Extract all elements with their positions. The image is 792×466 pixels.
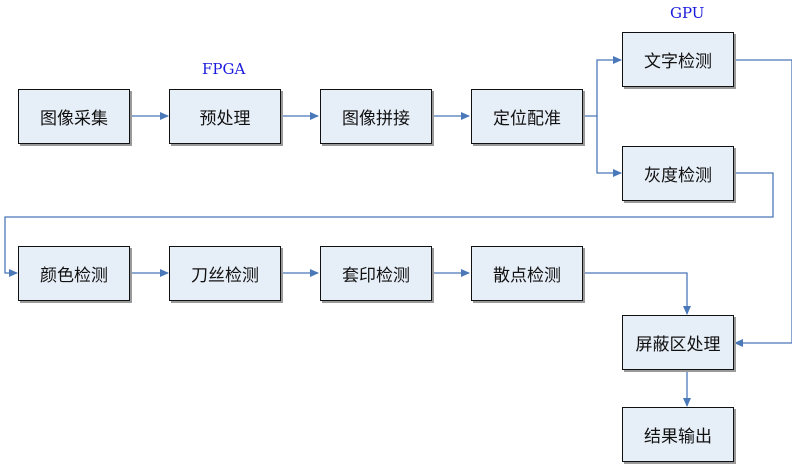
node-preprocess: 预处理 [169,89,281,144]
arrow-gray-color [4,172,774,277]
node-mask-process: 屏蔽区处理 [622,315,734,370]
node-stitch: 图像拼接 [320,89,432,144]
gpu-label: GPU [670,4,705,22]
node-gray-detect: 灰度检测 [622,146,734,201]
node-output: 结果输出 [622,407,734,462]
node-register: 定位配准 [471,89,583,144]
arrow-register-text [583,56,622,117]
node-dot-detect: 散点检测 [471,246,583,301]
node-overprint-detect: 套印检测 [320,246,432,301]
arrow-register-gray [596,116,622,177]
node-knife-detect: 刀丝检测 [169,246,281,301]
node-capture: 图像采集 [18,89,130,144]
fpga-label: FPGA [202,60,246,78]
arrow-dot-mask [583,272,691,315]
node-text-detect: 文字检测 [622,32,734,87]
node-color-detect: 颜色检测 [18,246,130,301]
arrow-text-mask [734,59,792,347]
